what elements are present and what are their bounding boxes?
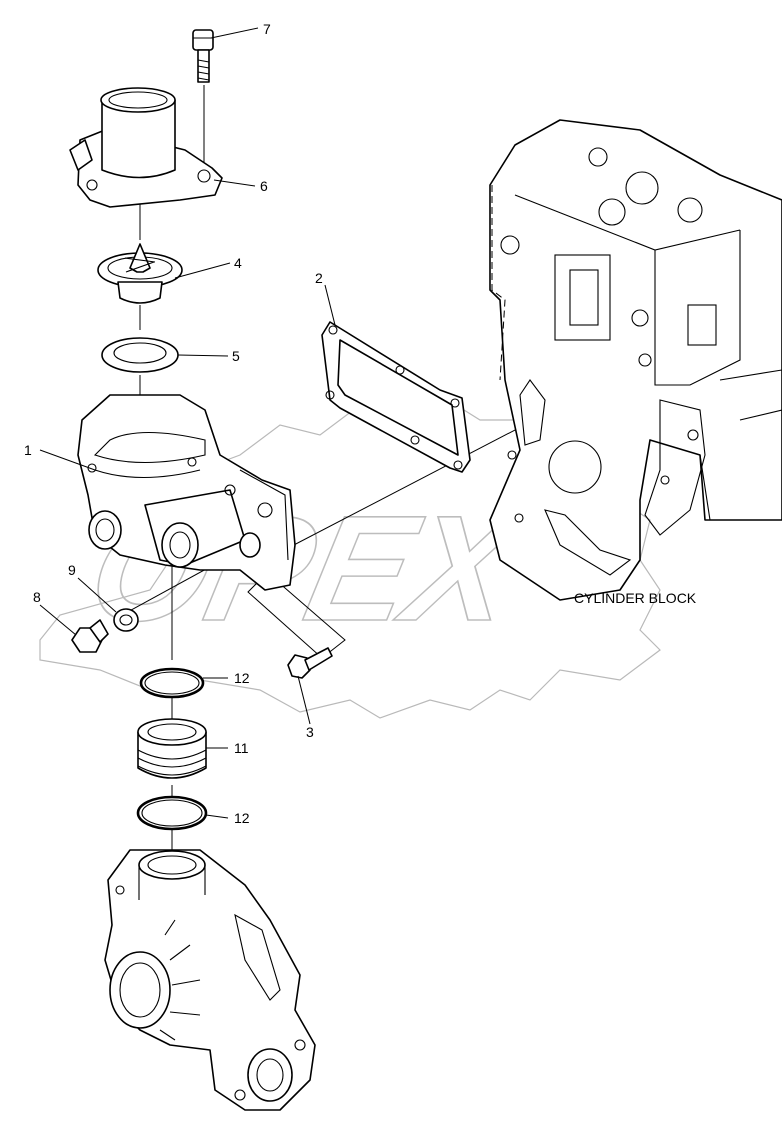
part-7-bolt	[192, 29, 214, 83]
callout-7: 7	[263, 21, 271, 37]
part-11-sleeve	[137, 718, 207, 779]
callout-6: 6	[260, 178, 268, 194]
cylinder-block	[489, 119, 782, 601]
callout-8: 8	[33, 589, 41, 605]
callout-12-lower: 12	[234, 810, 250, 826]
part-2-gasket	[321, 321, 471, 473]
callout-11: 11	[234, 740, 249, 756]
part-6-thermostat-cover	[69, 87, 223, 208]
callout-labels: 7 6 4 5 2 1 9 8 3 12 11 12 CYLINDER BLOC…	[24, 21, 697, 826]
part-12-o-ring-upper	[139, 667, 205, 699]
part-8-plug	[71, 619, 109, 653]
part-1-thermostat-housing	[77, 394, 296, 591]
callout-3: 3	[306, 724, 314, 740]
part-5-seal-ring	[101, 337, 179, 373]
callout-leaders	[39, 27, 336, 819]
part-3-bolt	[287, 647, 333, 679]
callout-5: 5	[232, 348, 240, 364]
callout-2: 2	[315, 270, 323, 286]
part-4-thermostat	[97, 243, 183, 304]
cylinder-block-label: CYLINDER BLOCK	[574, 590, 697, 606]
part-12-o-ring-lower	[136, 795, 208, 831]
callout-4: 4	[234, 255, 242, 271]
callout-12-upper: 12	[234, 670, 250, 686]
water-pump-housing	[104, 849, 316, 1111]
callout-1: 1	[24, 442, 32, 458]
callout-9: 9	[68, 562, 76, 578]
part-9-washer	[113, 608, 139, 632]
